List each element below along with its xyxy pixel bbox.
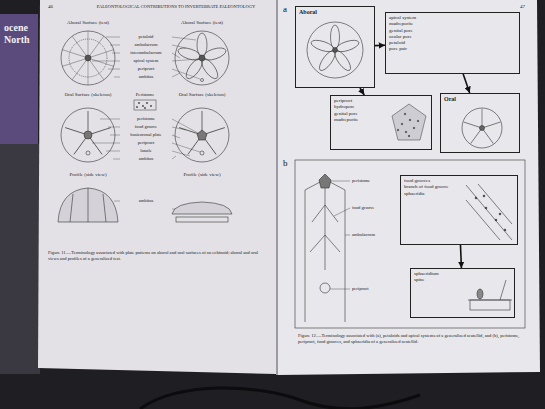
inset-title: Peristome <box>126 92 164 98</box>
aboral-test-right <box>175 31 229 85</box>
oral-skeleton-left <box>61 108 115 162</box>
part-label: ambulacrum <box>121 42 171 48</box>
figure-panel: Oral <box>440 93 520 153</box>
view-title: Oral Surface (skeleton) <box>166 92 238 98</box>
view-title: Profile (side view) <box>169 172 235 178</box>
node-text: madreporite <box>334 117 428 123</box>
part-label: ambitus <box>121 74 171 80</box>
page-number: 46 <box>48 4 62 10</box>
cover-text: North <box>4 34 38 46</box>
running-head: PALEONTOLOGICAL CONTRIBUTIONS TO INVERTE… <box>90 4 262 9</box>
node-text: genital pore <box>334 111 428 117</box>
peristome-inset <box>134 100 156 110</box>
panel-letter: a <box>283 4 293 15</box>
view-title: Aboral Surface (test) <box>55 20 121 26</box>
node-text: hydropore <box>334 104 428 110</box>
detail-box: periprocthydroporegenital poremadreporit… <box>330 95 432 150</box>
view-title: Profile (side view) <box>55 172 121 178</box>
node-text: periproct <box>334 98 428 104</box>
part-label: food groove <box>121 124 171 130</box>
node-text: pore pair <box>389 46 516 52</box>
part-label: ambitus <box>121 156 171 162</box>
part-label: peristome <box>352 178 396 184</box>
node-text: apical system <box>389 15 516 21</box>
part-label: ambitus <box>121 198 171 204</box>
node-text: Oral <box>444 96 516 104</box>
book-pages <box>38 0 540 409</box>
part-label: lunule <box>121 148 171 154</box>
aboral-test-left <box>61 31 115 85</box>
node-text: food grooves <box>404 178 514 184</box>
node-text: branch of food groove <box>404 184 514 190</box>
arrow-connector <box>463 74 470 93</box>
part-label: interambulacrum <box>121 50 171 56</box>
detail-box: food groovesbranch of food groovesphaeri… <box>400 175 518 245</box>
leader-lines <box>92 37 200 209</box>
node-text: madreporite <box>389 21 516 27</box>
page-number: 47 <box>520 4 534 10</box>
book-cover <box>0 14 40 374</box>
food-groove-detail <box>466 184 512 240</box>
apical-detail <box>392 104 426 140</box>
node-text: ocular pore <box>389 34 516 40</box>
oral-sand-dollar <box>462 108 502 148</box>
part-label: petaloid <box>121 34 171 40</box>
node-text: sphaeridium <box>414 271 511 277</box>
label-box: apical systemmadreporitegenital poreocul… <box>385 12 520 74</box>
arrow-connector <box>460 245 463 268</box>
node-text: genital pore <box>389 28 516 34</box>
node-text: sphaeridia <box>404 191 514 197</box>
figure-caption: Figure 12.—Terminology associated with (… <box>298 333 520 344</box>
part-label: peristome <box>121 116 171 122</box>
node-text: petaloid <box>389 40 516 46</box>
node-text: spine <box>414 277 511 283</box>
arrow-connector <box>360 88 364 95</box>
oral-skeleton-right <box>175 108 229 162</box>
part-label: periproct <box>121 140 171 146</box>
detail-box: sphaeridiumspine <box>410 268 515 318</box>
panel-letter: b <box>283 158 293 169</box>
node-text: Aboral <box>299 9 371 17</box>
figure-caption: Figure 11.—Terminology associated with p… <box>48 250 266 261</box>
sphaeridium-detail <box>468 280 512 310</box>
arrow-connector <box>375 44 385 46</box>
part-label: periproct <box>352 286 396 292</box>
oral-panel-b <box>295 160 525 328</box>
figure-panel: Aboral <box>295 6 375 88</box>
cover-text: ocene <box>4 22 38 34</box>
part-label: basicoronal plate <box>121 132 171 138</box>
view-title: Oral Surface (skeleton) <box>52 92 124 98</box>
part-label: apical system <box>121 58 171 64</box>
view-title: Aboral Surface (test) <box>169 20 235 26</box>
profile-views <box>58 188 232 222</box>
aboral-sand-dollar <box>307 22 363 78</box>
part-label: ambulacrum <box>352 232 396 238</box>
part-label: food groove <box>352 205 396 211</box>
part-label: periproct <box>121 66 171 72</box>
